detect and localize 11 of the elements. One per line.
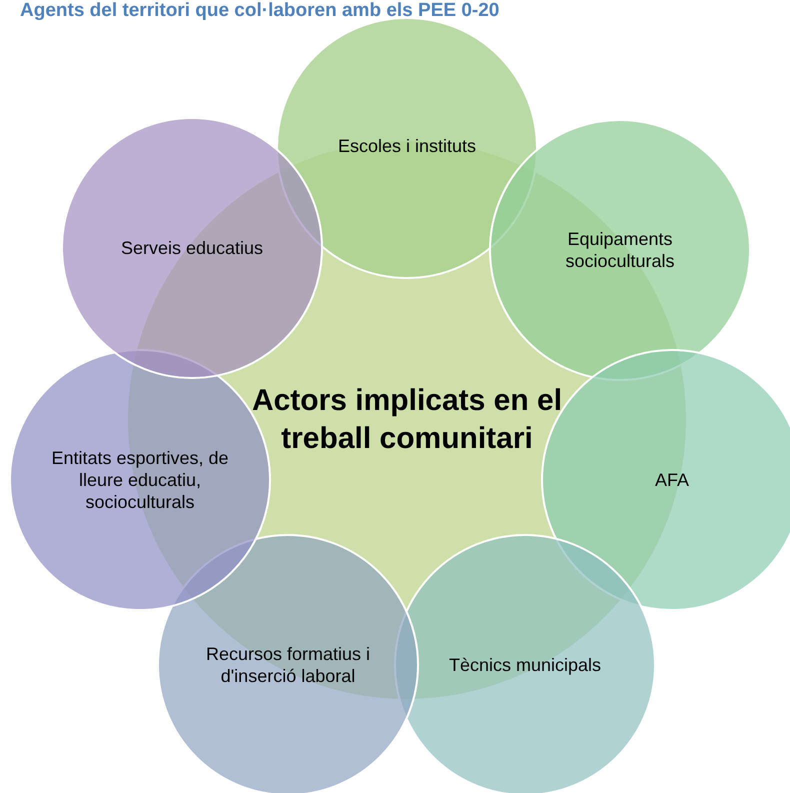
circle-label: Recursos formatius i d'inserció laboral xyxy=(204,643,372,687)
circle-label: Entitats esportives, de lleure educatiu, socioculturals xyxy=(50,447,230,513)
circle-label: Serveis educatius xyxy=(120,237,264,259)
satellite-circle xyxy=(61,117,323,379)
circle-label: Escoles i instituts xyxy=(336,135,478,157)
satellite-circle xyxy=(276,17,538,279)
circle-label: AFA xyxy=(654,469,690,491)
circle-label: Equipaments socioculturals xyxy=(564,228,676,272)
diagram-title: Agents del territori que col·laboren amb els PEE 0-20 xyxy=(20,0,500,21)
circle-label: Tècnics municipals xyxy=(448,654,602,676)
central-label: Actors implicats en el treball comunitari xyxy=(250,383,564,457)
